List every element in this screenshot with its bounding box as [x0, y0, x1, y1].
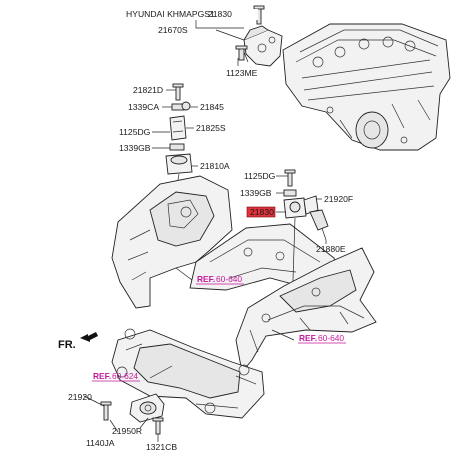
label-21821d: 21821D [133, 85, 163, 95]
label-1339gb-right: 1339GB [240, 188, 272, 198]
label-21810a: 21810A [200, 161, 230, 171]
bracket-21825s [169, 115, 187, 141]
label-1140ja: 1140JA [86, 438, 115, 448]
ref-1-number[interactable]: 60-640 [216, 274, 242, 284]
ref-callout-3[interactable]: REF. 60-624 [92, 371, 140, 382]
stopper-21845 [181, 101, 191, 111]
label-1123me: 1123ME [226, 68, 258, 78]
stopper-21880e [309, 209, 329, 241]
nut-1339gb-right [283, 189, 297, 197]
label-1321cb: 1321CB [146, 442, 177, 452]
ref-callout-2[interactable]: REF. 60-640 [298, 333, 346, 344]
ref-callout-1[interactable]: REF. 60-640 [196, 274, 244, 285]
label-21845: 21845 [200, 102, 224, 112]
label-21825s: 21825S [196, 123, 226, 133]
header-title: HYUNDAI KHMAPGS1 [126, 9, 215, 19]
part-labels: HYUNDAI KHMAPGS1 21830 21670S 1123ME 218… [68, 9, 353, 452]
highlight-box-21830 [246, 206, 276, 218]
mount-21810a [165, 153, 193, 241]
engine-block [282, 23, 451, 151]
bolt-21821d [172, 83, 184, 101]
leader-lines [83, 20, 327, 442]
bolt-1140ja [100, 401, 112, 421]
bolt-1125dg-right [284, 169, 296, 187]
label-21950r: 21950R [112, 426, 142, 436]
front-arrow-icon [80, 332, 98, 342]
right-side-member [235, 247, 377, 374]
front-label: FR. [58, 339, 76, 351]
left-side-member [111, 175, 233, 309]
engine-bracket-21670s [243, 25, 283, 67]
front-direction-indicator: FR. [58, 332, 98, 351]
label-21830[interactable]: 21830 [250, 207, 274, 217]
label-21920: 21920 [68, 392, 92, 402]
header-bg [126, 9, 258, 20]
label-21880e: 21880E [316, 244, 346, 254]
header-code: 21830 [208, 9, 232, 19]
label-1125dg-right: 1125DG [244, 171, 276, 181]
bolt-1321cb [152, 417, 164, 435]
label-21670s: 21670S [158, 25, 188, 35]
label-1339ca: 1339CA [128, 102, 159, 112]
ref-2-prefix[interactable]: REF. [299, 333, 317, 343]
ref-2-number[interactable]: 60-640 [318, 333, 344, 343]
ref-3-number[interactable]: 60-624 [112, 371, 138, 381]
label-1339gb-left: 1339GB [119, 143, 151, 153]
ref-3-prefix[interactable]: REF. [93, 371, 111, 381]
roll-mount-21950r [129, 393, 165, 423]
nut-1339gb-left [169, 143, 185, 151]
label-1125dg-left: 1125DG [119, 127, 151, 137]
bolt-1123me [235, 45, 248, 61]
bracket-21920f [303, 195, 319, 215]
ref-1-prefix[interactable]: REF. [197, 274, 215, 284]
label-21920f: 21920F [324, 194, 353, 204]
